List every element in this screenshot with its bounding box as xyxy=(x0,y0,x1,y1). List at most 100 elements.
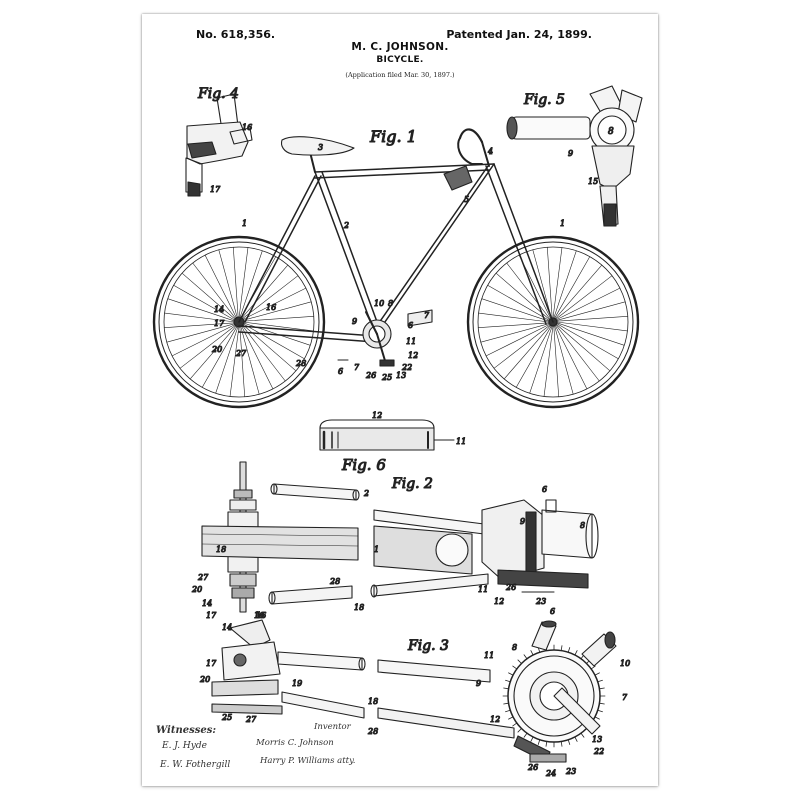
fig1-label: Fig. 1 xyxy=(369,127,417,146)
ref-9-fig5: 9 xyxy=(568,149,573,158)
ref-16-fig2: 16 xyxy=(254,611,264,620)
wheel-spoke xyxy=(546,246,553,319)
wheel-spoke xyxy=(204,254,238,319)
wheel-spoke xyxy=(556,287,621,321)
sprocket-tooth xyxy=(505,679,511,683)
patent-date: Patented Jan. 24, 1899. xyxy=(446,28,592,41)
wheel-spoke xyxy=(167,298,236,322)
ref-6-fig1: 6 xyxy=(408,321,413,330)
ref-25-fig3: 25 xyxy=(221,713,232,722)
wheel-spoke xyxy=(556,323,611,372)
ref-6b-fig2: 6 xyxy=(550,607,555,616)
fig6-label: Fig. 6 xyxy=(341,456,386,474)
ref-4-fig1: 4 xyxy=(487,147,493,156)
ref-7-fig1: 7 xyxy=(424,311,430,320)
attorney-signature: Harry P. Williams atty. xyxy=(260,756,356,766)
wheel-spoke xyxy=(556,323,619,360)
ref-28-fig1: 28 xyxy=(295,359,306,368)
wheel-spoke xyxy=(242,287,307,321)
ref-6b-fig1: 6 xyxy=(338,367,343,376)
ref-24-fig3: 24 xyxy=(545,769,556,778)
ref-5-fig1: 5 xyxy=(464,195,469,204)
wheel-spoke xyxy=(192,262,237,320)
wheel-spoke xyxy=(553,325,560,398)
sprocket-tooth xyxy=(597,679,603,683)
wheel-spoke xyxy=(164,312,236,323)
ref-25-fig1: 25 xyxy=(381,373,392,382)
wheel-spoke xyxy=(532,249,552,319)
ref-9-fig1: 9 xyxy=(352,317,357,326)
sprocket-tooth xyxy=(508,672,514,676)
wheel-spoke xyxy=(242,323,305,360)
ref-15-fig5: 15 xyxy=(588,177,598,186)
rear-wheel xyxy=(152,235,326,409)
fig4-drawing xyxy=(185,93,253,197)
ref-13-fig1: 13 xyxy=(396,371,406,380)
ref-26-fig3: 26 xyxy=(527,763,538,772)
wheel-spoke xyxy=(242,301,312,321)
ref-13-fig3: 13 xyxy=(592,735,602,744)
sprocket-tooth xyxy=(560,645,563,651)
ref-26-fig2: 26 xyxy=(505,583,516,592)
fig6-drawing xyxy=(319,419,455,451)
sprocket-tooth xyxy=(508,716,514,720)
sprocket-tooth xyxy=(530,736,534,742)
sprocket-tooth xyxy=(517,659,522,664)
witness-signature-1: E. J. Hyde xyxy=(162,741,207,751)
sprocket-tooth xyxy=(574,736,578,742)
sprocket-tooth xyxy=(567,647,571,653)
wheel-spoke xyxy=(240,264,289,319)
wheel-spoke xyxy=(554,325,574,395)
wheel-spoke xyxy=(554,325,588,390)
wheel-spoke xyxy=(218,249,238,319)
wheel-spoke xyxy=(242,323,297,372)
ref-8-fig3: 8 xyxy=(512,643,517,652)
ref-18b-fig2: 18 xyxy=(354,603,364,612)
sprocket-tooth xyxy=(594,716,600,720)
wheel-spoke xyxy=(215,325,239,394)
ref-27-fig3: 27 xyxy=(245,715,257,724)
sprocket-tooth xyxy=(503,687,509,690)
inventor-label: Inventor xyxy=(314,722,351,732)
sprocket-tooth xyxy=(590,665,596,670)
ref-10-fig3: 10 xyxy=(620,659,630,668)
wheel-spoke xyxy=(166,323,236,343)
ref-12-fig3: 12 xyxy=(490,715,500,724)
ref-20-fig2: 20 xyxy=(191,585,202,594)
ref-22-fig3: 22 xyxy=(593,747,604,756)
wheel-spoke xyxy=(240,325,260,395)
sprocket-tooth xyxy=(523,654,528,660)
ref-7-fig3: 7 xyxy=(622,693,628,702)
wheel-spoke xyxy=(189,325,238,380)
wheel-spoke xyxy=(554,256,591,319)
sprocket-tooth xyxy=(580,732,585,738)
wheel-spoke xyxy=(556,322,625,346)
wheel-spoke xyxy=(239,250,263,319)
ref-11-fig1: 11 xyxy=(406,337,416,346)
ref-7b-fig1: 7 xyxy=(354,363,360,372)
ref-16-fig3: 16 xyxy=(256,611,266,620)
sprocket-tooth xyxy=(505,709,511,713)
wheel-spoke xyxy=(240,325,274,390)
ref-1-front-fig1: 1 xyxy=(560,219,565,228)
wheel-spoke xyxy=(238,247,249,319)
sprocket-tooth xyxy=(567,739,571,745)
sprocket-tooth xyxy=(599,702,605,705)
wheel-spoke xyxy=(241,275,299,320)
wheel-spoke xyxy=(241,324,286,382)
ref-12-fig2: 12 xyxy=(494,597,504,606)
wheel-spoke xyxy=(171,323,236,357)
sprocket-tooth xyxy=(537,739,541,745)
invention-title: BICYCLE. xyxy=(376,55,424,65)
ref-2-fig1: 2 xyxy=(343,221,349,230)
ref-23-fig3: 23 xyxy=(565,767,576,776)
patent-drawing: Fig. 4 16 17 Fig. 5 8 9 15 xyxy=(152,85,643,779)
ref-11-fig3: 11 xyxy=(484,651,494,660)
ref-27a-fig2: 27 xyxy=(197,573,209,582)
application-filed-date: (Application filed Mar. 30, 1897.) xyxy=(345,71,455,79)
ref-2-fig2: 2 xyxy=(363,489,369,498)
ref-8-fig1: 8 xyxy=(388,299,393,308)
ref-28-fig3: 28 xyxy=(367,727,378,736)
ref-10-fig1: 10 xyxy=(374,299,384,308)
ref-19-fig3: 19 xyxy=(292,679,302,688)
